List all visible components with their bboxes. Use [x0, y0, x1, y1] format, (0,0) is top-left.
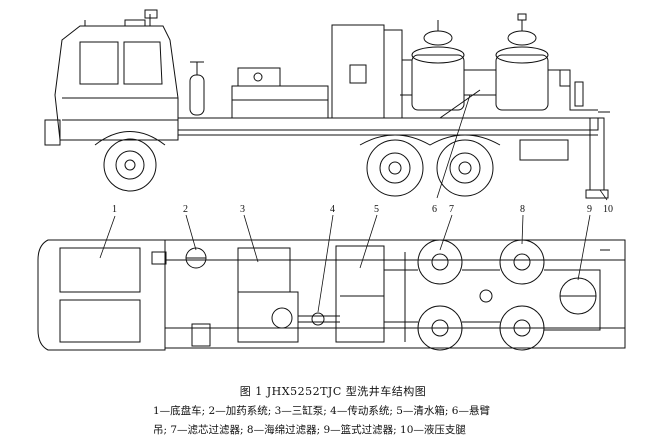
callout-2: 2 — [183, 204, 188, 215]
figure-caption: 图 1 JHX5252TJC 型洗井车结构图 — [239, 385, 427, 398]
callout-5: 5 — [374, 204, 379, 215]
truck-structure-diagram: 1 2 3 4 5 6 7 8 9 10 — [37, 9, 626, 351]
callout-6: 6 — [432, 204, 437, 215]
callout-9: 9 — [587, 204, 592, 215]
callout-1: 1 — [112, 204, 117, 215]
top-view — [37, 239, 626, 351]
callout-3: 3 — [240, 204, 245, 215]
legend-line-2: 吊; 7—滤芯过滤器; 8—海绵过滤器; 9—篮式过滤器; 10—液压支腿 — [153, 424, 466, 436]
callout-7: 7 — [449, 204, 454, 215]
callout-10: 10 — [603, 204, 613, 215]
side-view — [44, 9, 610, 199]
callout-leaders — [99, 94, 608, 313]
callout-4: 4 — [330, 204, 335, 215]
callout-8: 8 — [520, 204, 525, 215]
legend-line-1: 1—底盘车; 2—加药系统; 3—三缸泵; 4—传动系统; 5—清水箱; 6—悬… — [153, 405, 490, 417]
callout-numbers: 1 2 3 4 5 6 7 8 9 10 — [112, 204, 613, 215]
